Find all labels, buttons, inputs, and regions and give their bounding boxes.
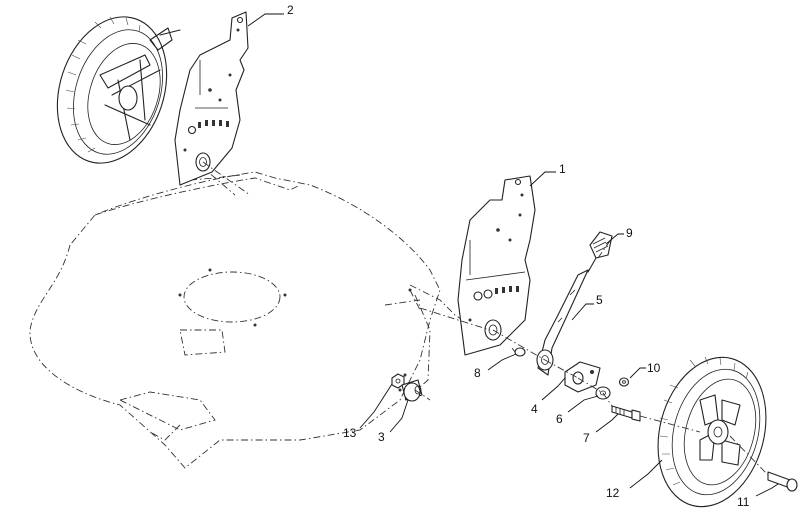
callout-8: 8: [474, 366, 481, 380]
callout-9: 9: [626, 226, 633, 240]
bolt: [611, 405, 641, 422]
washer-small: [618, 377, 630, 387]
callout-13: 13: [343, 426, 357, 440]
spacer: [401, 379, 423, 402]
callout-5: 5: [596, 293, 603, 307]
callout-4: 4: [531, 402, 538, 416]
height-adjust-lever: [536, 269, 589, 376]
leader-lines: [247, 13, 779, 497]
callout-11: 11: [737, 495, 750, 509]
bushing: [511, 347, 526, 357]
wheel-lower-right: [657, 356, 767, 508]
lever-knob: [587, 231, 613, 273]
callout-10: 10: [647, 361, 661, 375]
callout-3: 3: [378, 430, 385, 444]
pivot-bracket: [564, 361, 601, 393]
alignment-lines: [202, 161, 769, 476]
callout-1: 1: [559, 162, 566, 176]
height-adjust-plate-upper: [174, 11, 249, 186]
callout-12: 12: [606, 486, 620, 500]
callout-2: 2: [287, 3, 294, 17]
callout-6: 6: [556, 412, 563, 426]
callout-7: 7: [583, 431, 590, 445]
wheel-upper-left: [56, 16, 181, 164]
height-adjust-plate-lower: [457, 175, 536, 356]
axle-bolt: [767, 471, 798, 492]
mower-deck-outline: [29, 164, 471, 469]
